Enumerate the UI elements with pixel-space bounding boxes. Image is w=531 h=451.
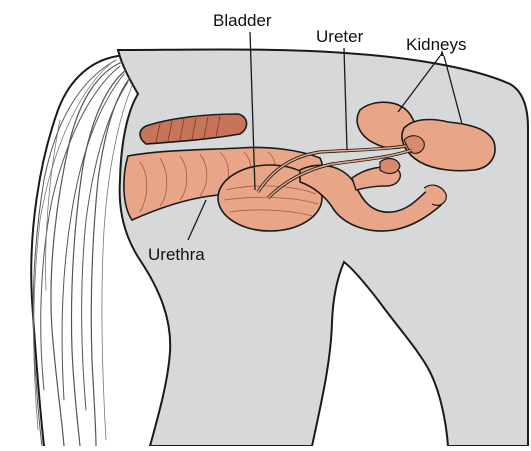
label-ureter: Ureter xyxy=(316,28,363,45)
ovary xyxy=(380,159,400,174)
tail xyxy=(31,56,132,446)
label-kidneys: Kidneys xyxy=(406,36,466,53)
label-urethra: Urethra xyxy=(148,246,205,263)
label-bladder: Bladder xyxy=(213,12,272,29)
